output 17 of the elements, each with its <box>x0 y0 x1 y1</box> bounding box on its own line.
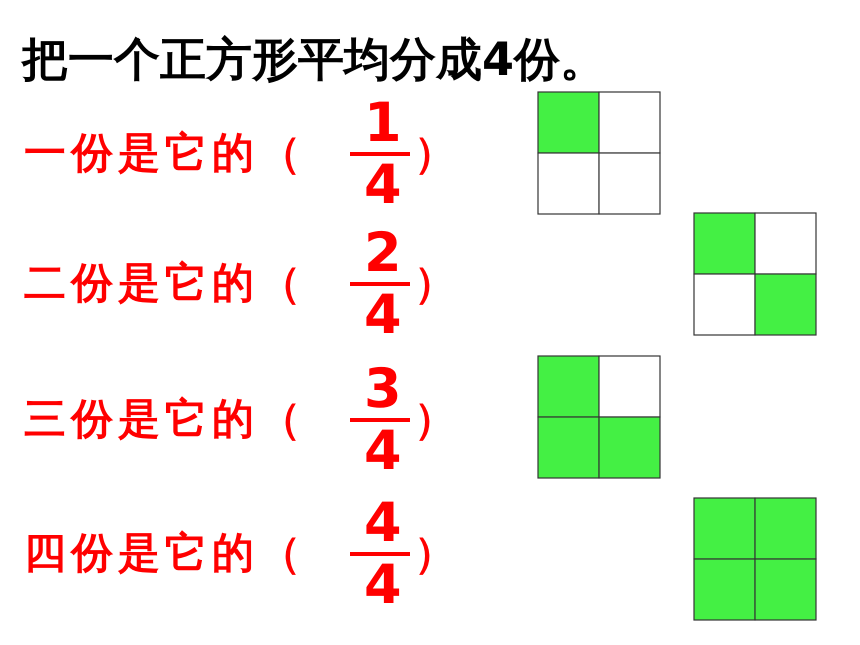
numerator: 2 <box>364 226 402 280</box>
sentence-text: 一份是它的（ <box>24 132 306 174</box>
numerator: 1 <box>364 96 402 150</box>
sentence-text: 二份是它的（ <box>24 262 306 304</box>
numerator: 4 <box>364 496 402 550</box>
closing-parenthesis: ） <box>414 132 456 174</box>
denominator: 4 <box>364 424 402 478</box>
closing-parenthesis: ） <box>414 532 456 574</box>
closing-parenthesis: ） <box>414 262 456 304</box>
sentence-text: 四份是它的（ <box>24 532 306 574</box>
title: 把一个正方形平均分成4份。 <box>22 36 606 82</box>
numerator: 3 <box>364 362 402 416</box>
sentence-text: 三份是它的（ <box>24 398 306 440</box>
denominator: 4 <box>364 158 402 212</box>
denominator: 4 <box>364 558 402 612</box>
denominator: 4 <box>364 288 402 342</box>
closing-parenthesis: ） <box>414 398 456 440</box>
